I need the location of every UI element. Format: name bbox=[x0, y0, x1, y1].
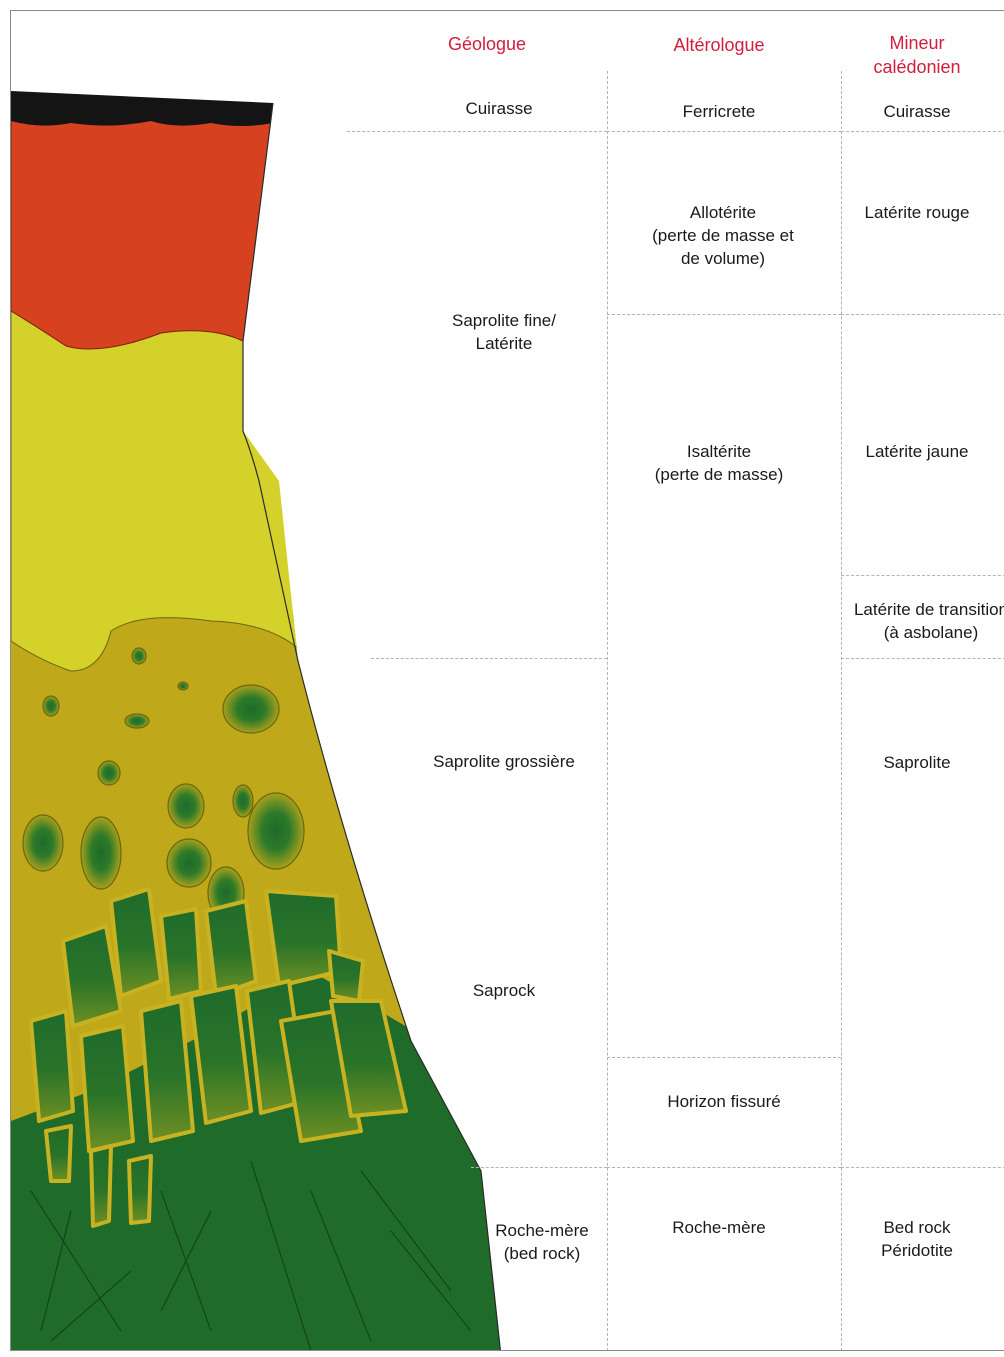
mineur-zone-saprolite: Saprolite bbox=[883, 753, 951, 772]
bedrock-fractures bbox=[30, 1160, 472, 1350]
mineur-zone-laterite-jaune: Latérite jaune bbox=[865, 442, 969, 461]
separator-vertical-1 bbox=[607, 71, 608, 1350]
mineur-zone-laterite-transition: Latérite de transition (à asbolane) bbox=[853, 600, 1004, 642]
separator-vertical-2 bbox=[841, 71, 842, 1350]
cuirasse-layer bbox=[11, 91, 273, 126]
geologue-boundary-3 bbox=[471, 1167, 607, 1168]
alterologue-zone-isalterite: Isaltérite (perte de masse) bbox=[654, 442, 784, 484]
geologue-zone-saprolite-fine: Saprolite fine/ Latérite bbox=[452, 311, 556, 353]
alterologue-boundary-1 bbox=[607, 131, 841, 132]
geologue-zone-saprolite-grossiere: Saprolite grossière bbox=[433, 752, 575, 771]
yellow-laterite-layer bbox=[11, 300, 501, 672]
alterologue-zone-allotérite: Allotérite (perte de masse et de volume) bbox=[652, 203, 794, 268]
alterologue-zone-horizon-fissure: Horizon fissuré bbox=[667, 1092, 781, 1111]
mineur-zone-laterite-rouge: Latérite rouge bbox=[864, 203, 970, 222]
geologue-zone-saprock: Saprock bbox=[472, 981, 536, 1000]
geologue-zone-cuirasse: Cuirasse bbox=[465, 99, 533, 118]
weathering-profile bbox=[11, 91, 501, 1350]
alterologue-zone-roche-mere: Roche-mère bbox=[672, 1218, 766, 1237]
header-mineur: Mineur calédonien bbox=[873, 33, 961, 77]
alterologue-boundary-4 bbox=[607, 1167, 841, 1168]
header-alterologue: Altérologue bbox=[673, 35, 765, 55]
fractured-blocks bbox=[29, 887, 408, 1228]
profile-outline bbox=[242, 102, 501, 1350]
geologue-zone-roche-mere: Roche-mère (bed rock) bbox=[495, 1221, 589, 1263]
mineur-boundary-1 bbox=[841, 131, 1004, 132]
geologue-boundary-1 bbox=[347, 131, 607, 132]
mineur-boundary-5 bbox=[841, 1167, 1004, 1168]
geologue-boundary-2 bbox=[371, 658, 607, 659]
mineur-zone-bed-rock: Bed rock Péridotite bbox=[881, 1218, 953, 1260]
diagram-frame: Géologue Altérologue Mineur calédonien C… bbox=[10, 10, 1004, 1351]
alterologue-boundary-3 bbox=[607, 1057, 841, 1058]
alterologue-boundary-2 bbox=[607, 314, 841, 315]
header-geologue: Géologue bbox=[447, 34, 527, 54]
mineur-boundary-4 bbox=[841, 658, 1004, 659]
alterologue-zone-ferricrete: Ferricrete bbox=[682, 102, 756, 121]
mineur-boundary-2 bbox=[841, 314, 1004, 315]
mineur-boundary-3 bbox=[841, 575, 1004, 576]
mineur-zone-cuirasse: Cuirasse bbox=[883, 102, 951, 121]
